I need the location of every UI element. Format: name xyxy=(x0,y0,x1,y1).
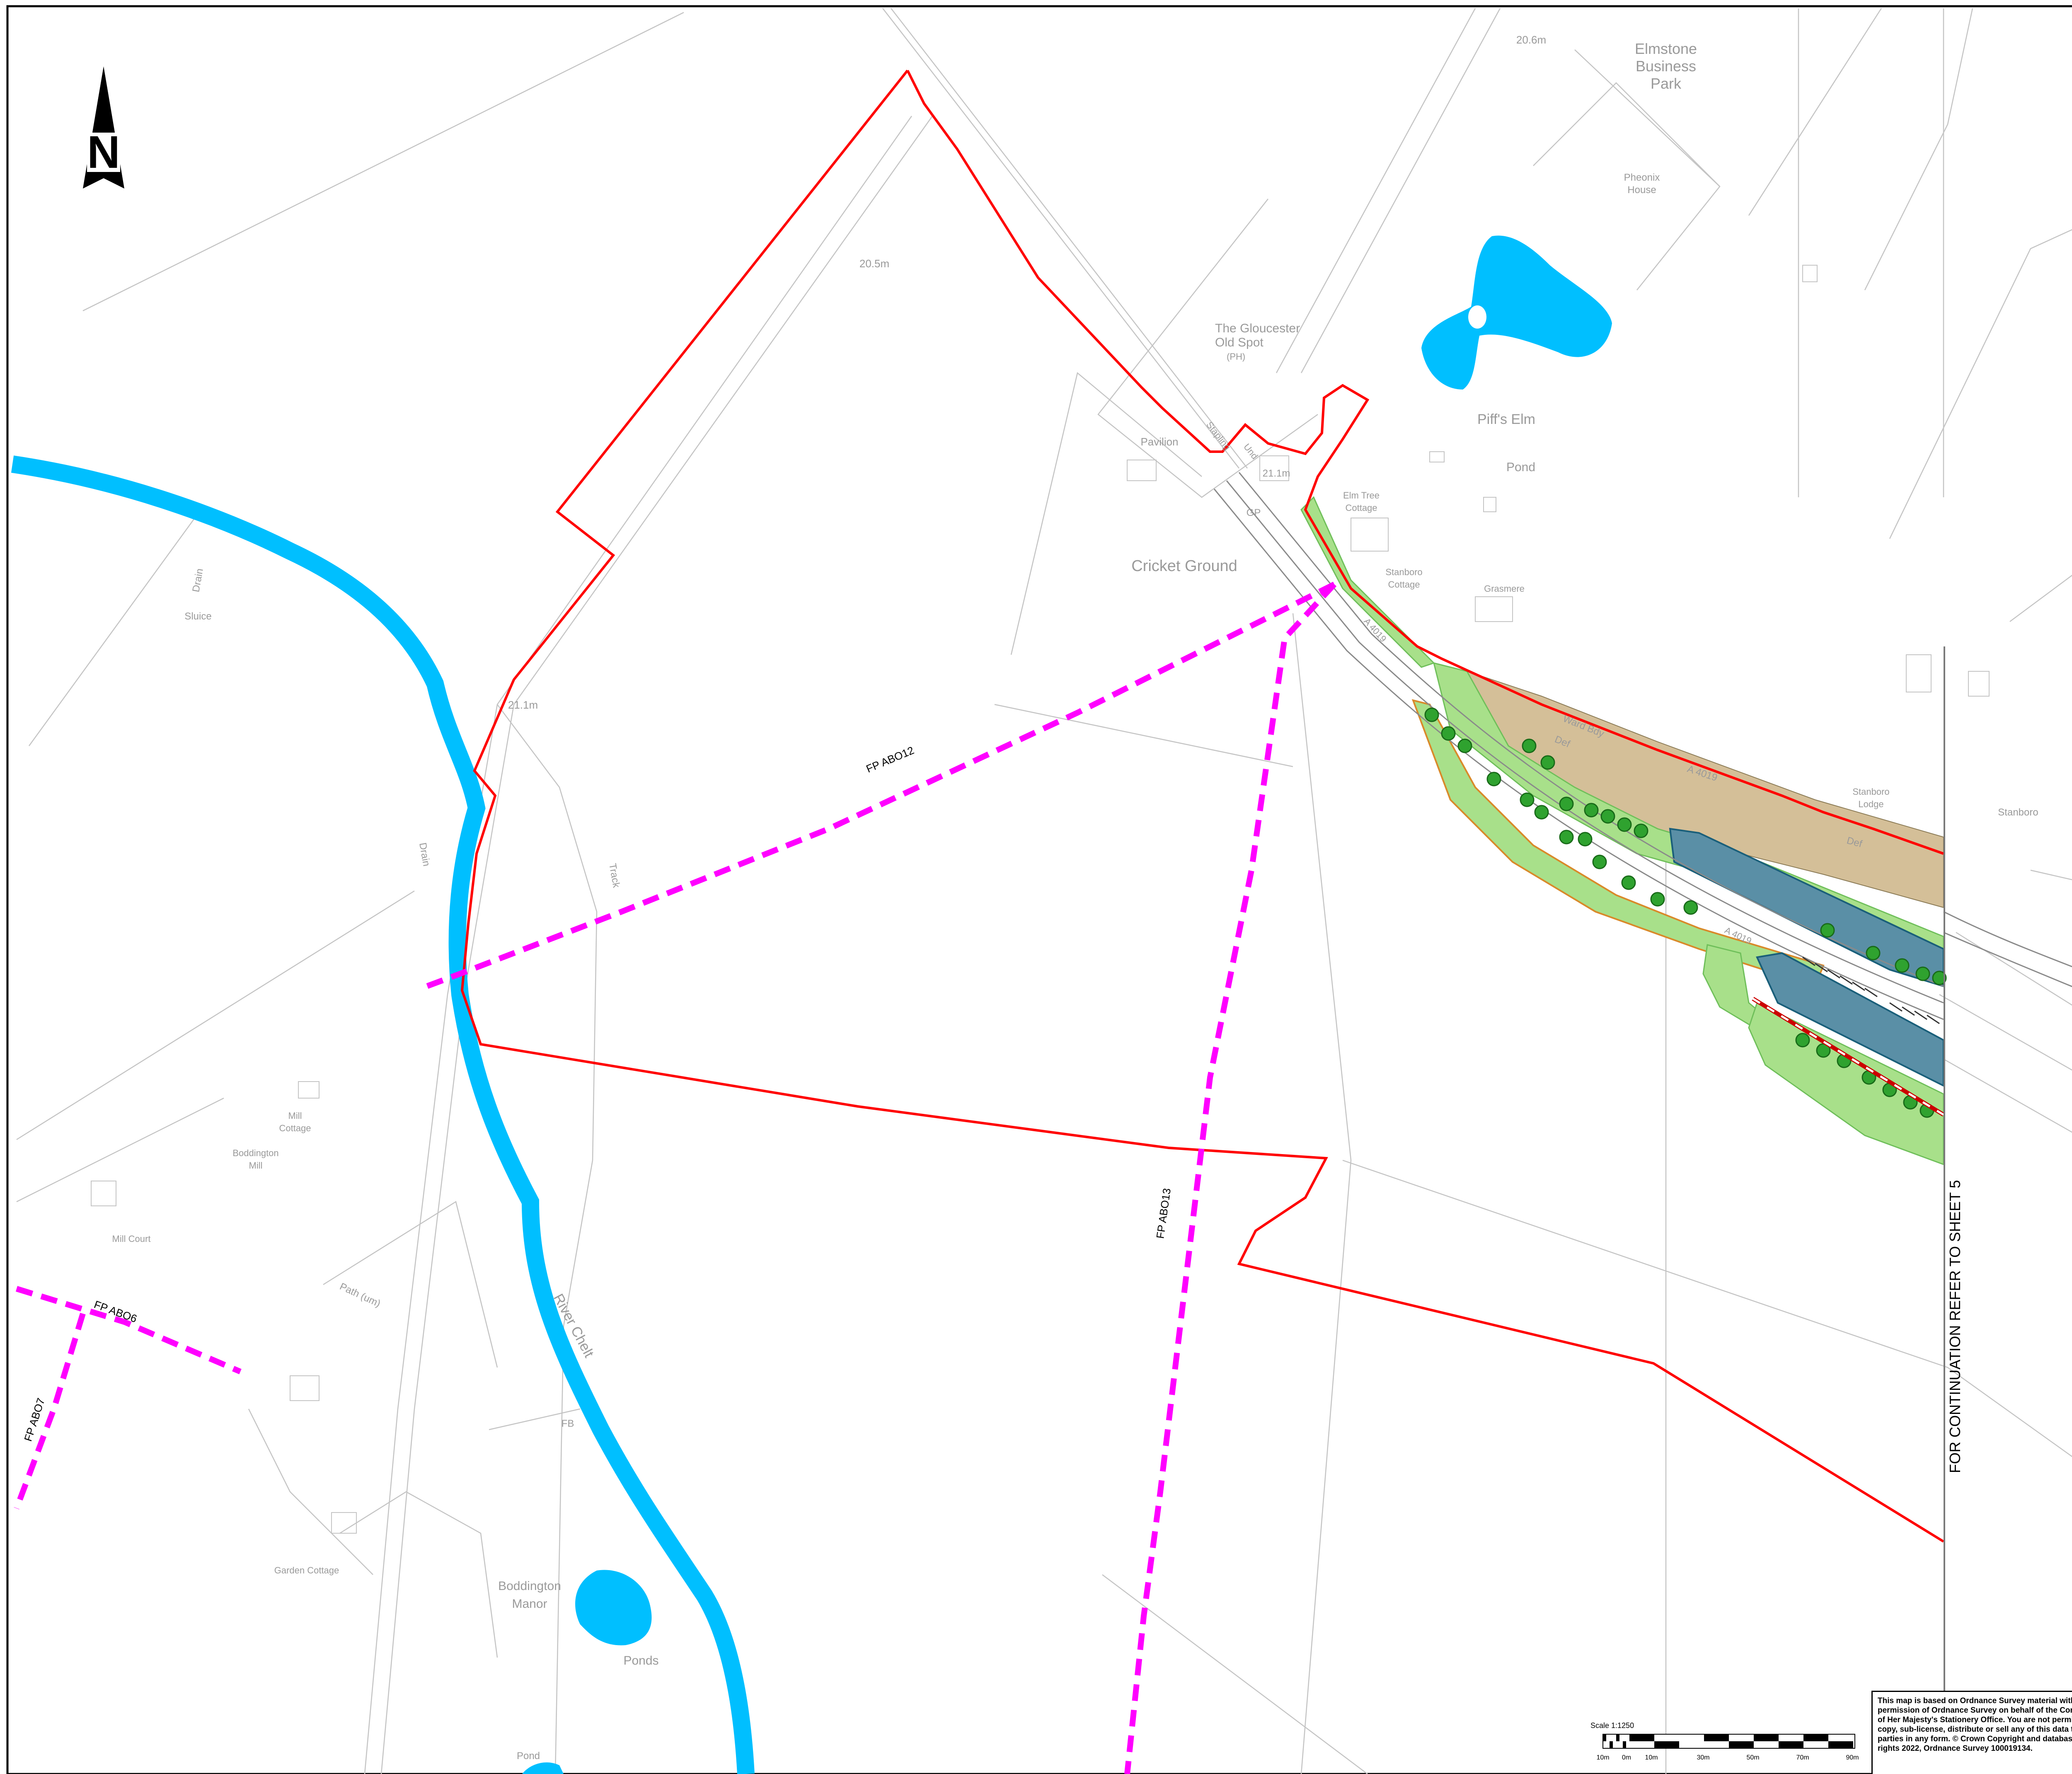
elevation-21-1-road-label: 21.1m xyxy=(1263,468,1290,479)
stapling-label: Stapling xyxy=(1204,420,1233,452)
copyright-line-1: This map is based on Ordnance Survey mat… xyxy=(1878,1697,2072,1705)
north-arrow-letter: N xyxy=(87,127,120,178)
scale-tick-2: 0m xyxy=(1622,1754,1631,1761)
footpath-labels: FP ABO12 FP ABO13 FP ABO6 FP ABO7 xyxy=(22,744,1173,1443)
north-arrow: N xyxy=(83,66,124,189)
scale-tick-6: 70m xyxy=(1796,1754,1809,1761)
stanboro-lodge-label-2: Lodge xyxy=(1858,799,1883,809)
scale-bar-title: Scale 1:1250 xyxy=(1590,1721,1634,1730)
pond-bottom-label: Pond xyxy=(517,1750,540,1762)
cricket-ground-label: Cricket Ground xyxy=(1131,557,1237,575)
mill-cottage-label-2: Cottage xyxy=(279,1123,311,1133)
copyright-notice: This map is based on Ordnance Survey mat… xyxy=(1871,1691,2072,1774)
scale-tick-4: 30m xyxy=(1697,1754,1709,1761)
fb-label: FB xyxy=(562,1418,574,1429)
elm-tree-cottage-label-2: Cottage xyxy=(1345,503,1377,513)
scale-tick-3: 10m xyxy=(1645,1754,1658,1761)
elm-tree-cottage-label-1: Elm Tree xyxy=(1343,490,1380,501)
copyright-line-6: rights 2022, Ordnance Survey 100019134. xyxy=(1878,1744,2033,1753)
site-boundary-north xyxy=(906,70,1944,855)
map-frame xyxy=(6,5,2072,1774)
sluice-label: Sluice xyxy=(184,611,211,622)
elmstone-business-park-label-2: Business xyxy=(1636,58,1696,75)
elevation-20-6-label: 20.6m xyxy=(1516,34,1546,46)
boddington-manor-label-2: Manor xyxy=(512,1597,547,1611)
footpath-abo6-line xyxy=(15,1286,242,1375)
scale-bar: Scale 1:1250 10m 0m 10m 30m 50m 70m 90m xyxy=(1590,1721,1859,1761)
pheonix-house-label-2: House xyxy=(1627,184,1656,196)
red-white-dashed-line-inner xyxy=(1752,997,1944,1116)
scale-tick-7: 90m xyxy=(1846,1754,1859,1761)
gp-label: GP xyxy=(1247,507,1261,518)
gloucester-old-spot-label-1: The Gloucester xyxy=(1215,322,1300,335)
track-label: Track xyxy=(607,862,622,889)
buildings xyxy=(91,265,1990,1534)
boddington-mill-label-1: Boddington xyxy=(232,1148,278,1158)
river-chelt xyxy=(11,455,755,1774)
elevation-21-1-field-label: 21.1m xyxy=(508,699,538,711)
footpath-abo12-line xyxy=(426,581,1336,989)
garden-cottage-label: Garden Cottage xyxy=(274,1565,339,1576)
footpath-abo13-label: FP ABO13 xyxy=(1154,1187,1173,1239)
copyright-line-2: permission of Ordnance Survey on behalf … xyxy=(1878,1706,2072,1715)
pond-label: Pond xyxy=(1506,460,1535,474)
elmstone-business-park-label-1: Elmstone xyxy=(1635,40,1697,57)
carriageway xyxy=(1213,472,2072,1020)
boddington-manor-label-1: Boddington xyxy=(498,1579,561,1593)
footpaths xyxy=(14,581,1337,1774)
piffs-elm-label: Piff's Elm xyxy=(1477,411,1535,427)
site-boundary-west xyxy=(460,70,1944,1543)
pavilion-label: Pavilion xyxy=(1140,436,1178,448)
copyright-line-5: parties in any form. © Crown Copyright a… xyxy=(1878,1735,2072,1743)
stanboro-lodge-label-1: Stanboro xyxy=(1852,787,1889,797)
verge-northwest xyxy=(1300,496,1435,668)
mill-cottage-label-1: Mill xyxy=(288,1111,302,1121)
copyright-line-4: copy, sub-license, distribute or sell an… xyxy=(1878,1725,2072,1734)
mill-court-label: Mill Court xyxy=(112,1234,151,1244)
footpath-abo13-line xyxy=(1124,582,1337,1774)
gloucester-old-spot-label-3: (PH) xyxy=(1227,351,1245,362)
path-um-label: Path (um) xyxy=(338,1281,382,1309)
pheonix-house-label-1: Pheonix xyxy=(1624,172,1660,183)
scale-tick-5: 50m xyxy=(1746,1754,1759,1761)
stanboro-cottage-label-2: Cottage xyxy=(1388,579,1420,590)
hatching xyxy=(1802,956,1940,1024)
elevation-20-5-label: 20.5m xyxy=(859,257,889,270)
pond-bottom xyxy=(522,1762,564,1774)
drain-label-1: Drain xyxy=(190,568,206,593)
continuation-note: FOR CONTINUATION REFER TO SHEET 5 xyxy=(1946,1180,1963,1473)
copyright-line-3: of Her Majesty's Stationery Office. You … xyxy=(1878,1716,2072,1724)
pond-boddington-manor xyxy=(575,1570,652,1646)
footpath-abo7-line xyxy=(14,1312,86,1510)
base-map-linework xyxy=(16,8,2072,1774)
boddington-mill-label-2: Mill xyxy=(249,1160,263,1171)
stanboro-label: Stanboro xyxy=(1998,807,2038,818)
footpath-abo12-label: FP ABO12 xyxy=(864,744,916,775)
drain-label-2: Drain xyxy=(417,842,432,867)
lake-piffs-elm xyxy=(1421,235,1612,390)
gloucester-old-spot-label-2: Old Spot xyxy=(1215,336,1264,349)
scale-tick-1: 10m xyxy=(1596,1754,1609,1761)
lake-island xyxy=(1468,305,1486,329)
stanboro-cottage-label-1: Stanboro xyxy=(1385,567,1422,577)
elmstone-business-park-label-3: Park xyxy=(1651,75,1682,92)
grasmere-label: Grasmere xyxy=(1484,583,1525,594)
ponds-label: Ponds xyxy=(623,1654,658,1668)
